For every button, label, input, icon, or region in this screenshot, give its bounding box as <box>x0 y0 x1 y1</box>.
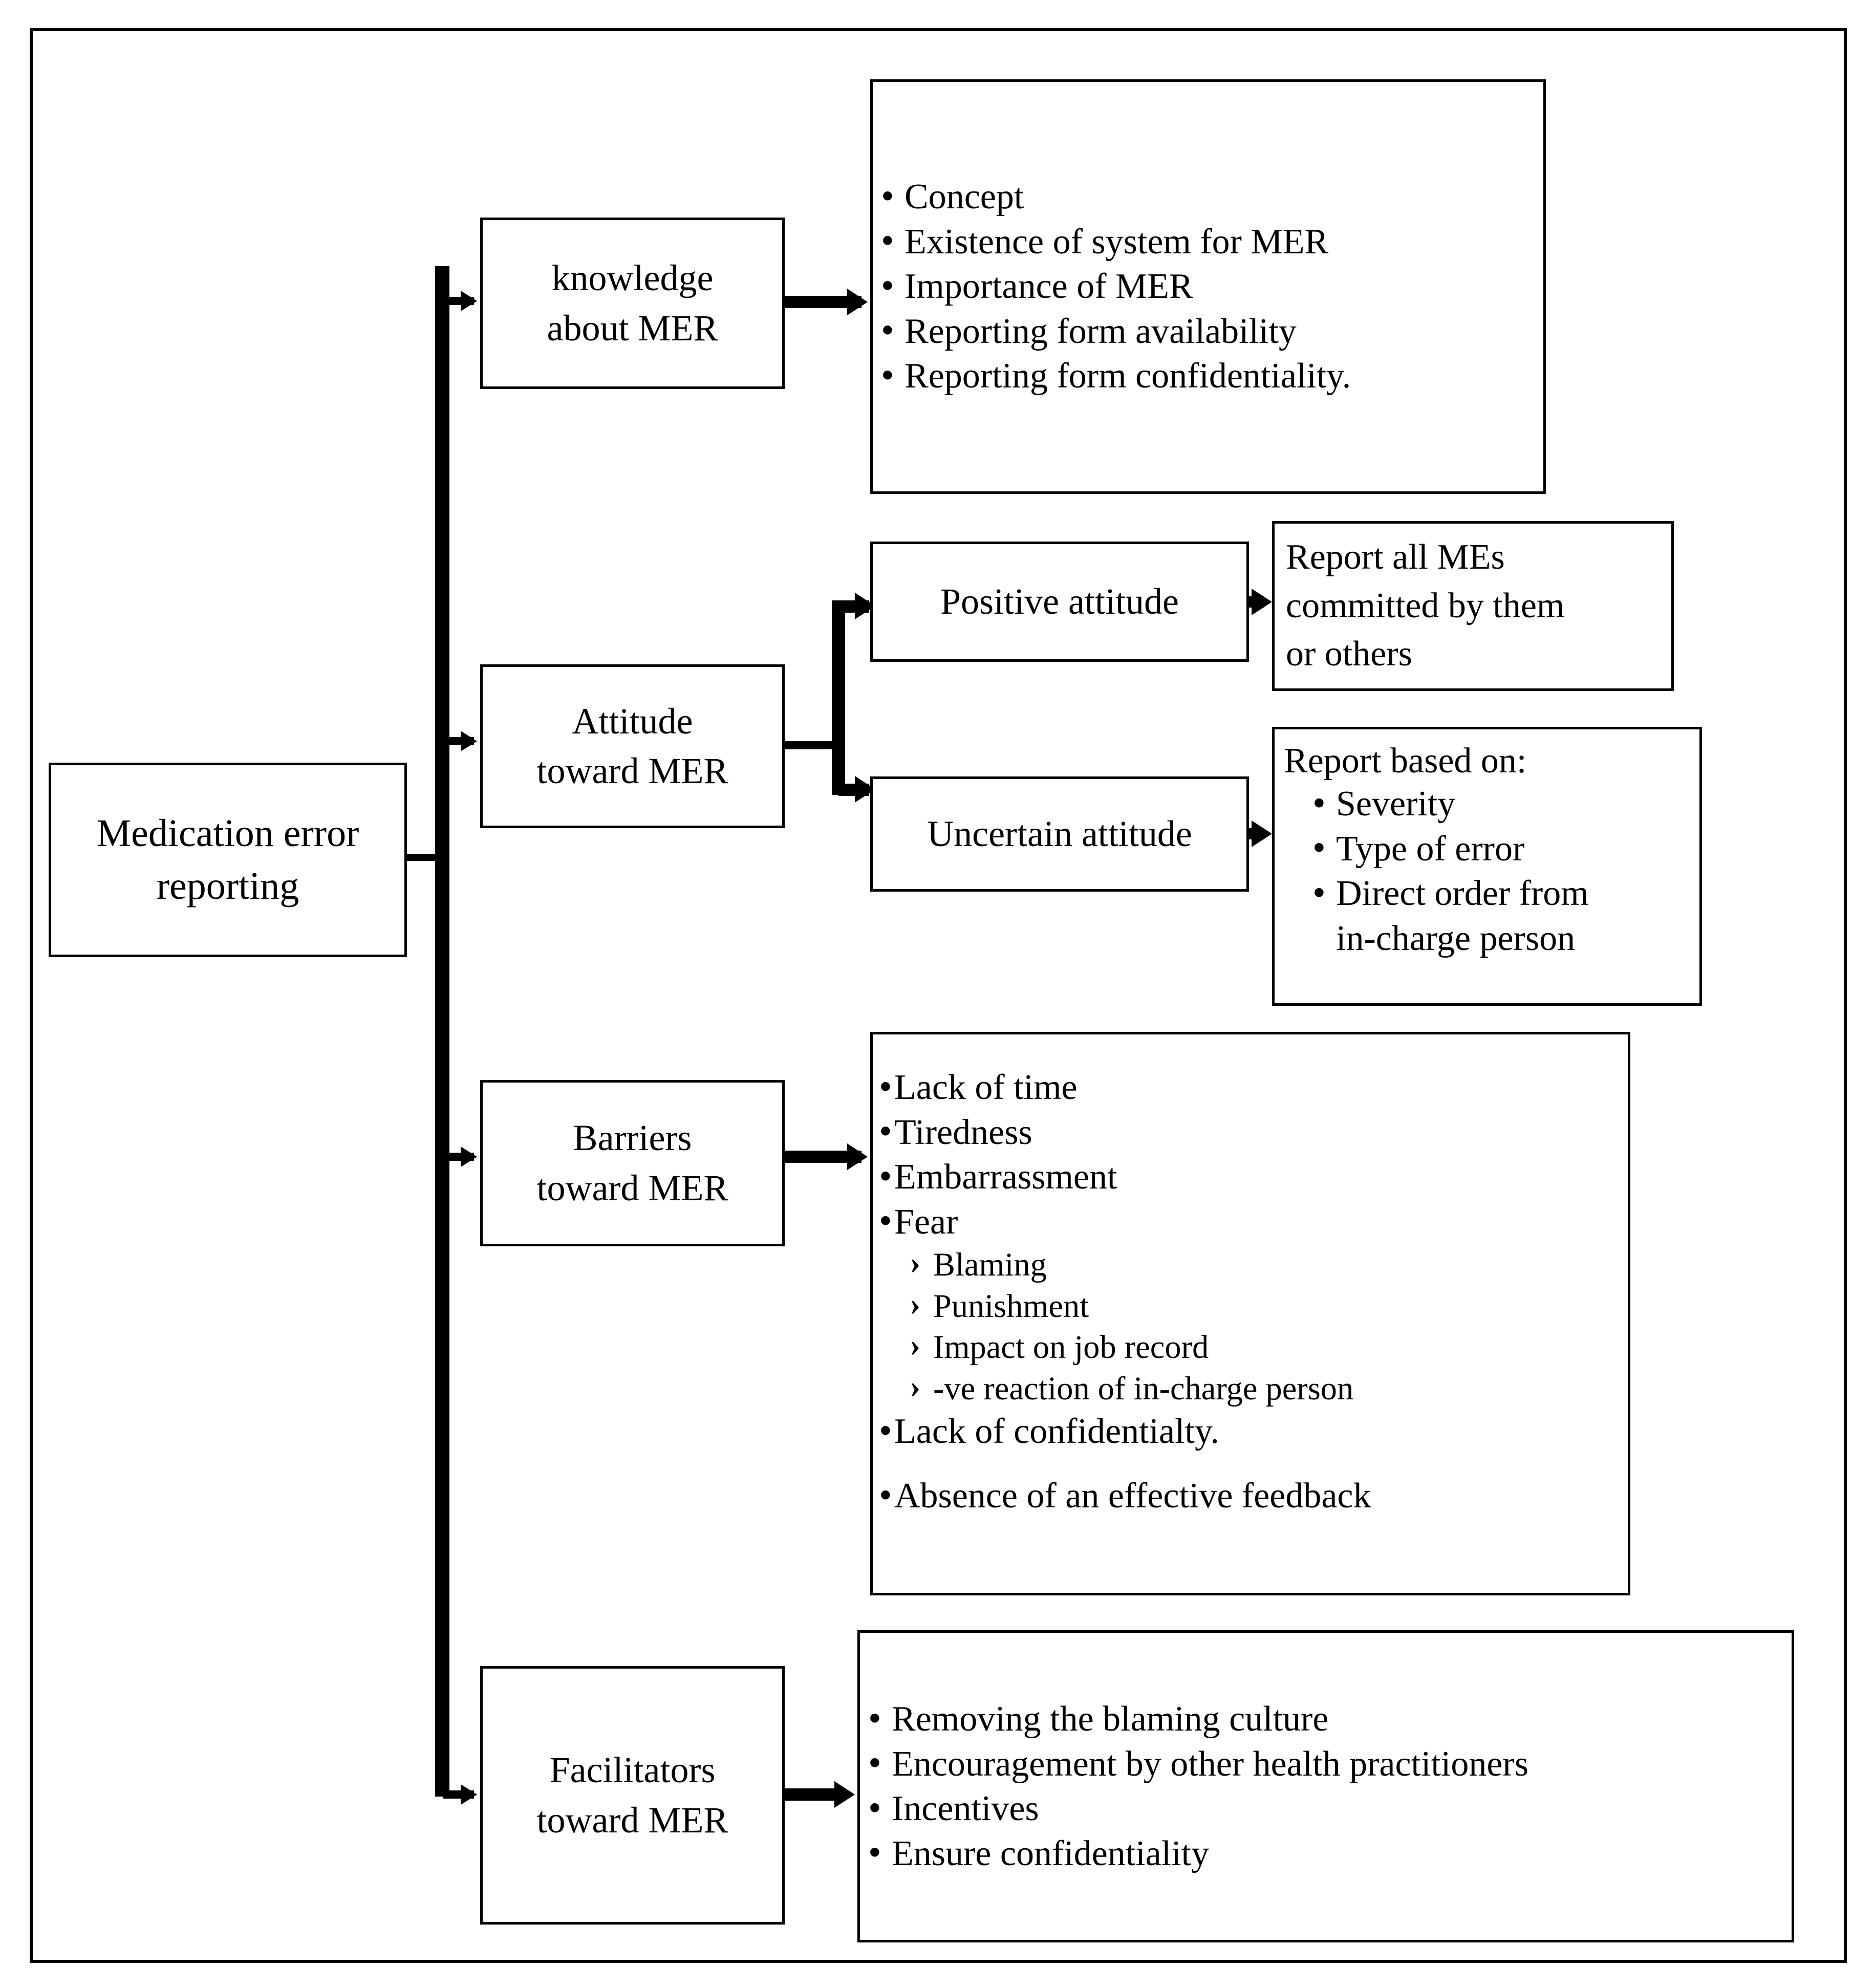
arrowhead-barriers <box>461 1147 477 1167</box>
outcome-heading: Report based on: <box>1284 741 1527 781</box>
node-knowledge-about-mer[interactable]: knowledge about MER <box>480 218 785 389</box>
list-item: Type of error <box>1304 824 1699 872</box>
list-item: Tiredness <box>873 1108 1628 1155</box>
list-item: Incentives <box>860 1784 1792 1831</box>
list-item: Encouragement by other health practition… <box>860 1739 1792 1787</box>
connector-facilitators-to-list <box>785 1788 841 1801</box>
connector-root-to-trunk <box>407 854 443 861</box>
list-item: Existence of system for MER <box>873 217 1543 265</box>
list-sub-item: Impact on job record <box>873 1325 1628 1368</box>
list-item: Lack of confidentialty. <box>873 1407 1628 1454</box>
arrowhead-knowledge-list <box>847 289 868 315</box>
node-label: Barriers toward MER <box>536 1117 728 1208</box>
arrowhead-barriers-list <box>847 1143 868 1170</box>
list-item: Ensure confidentiality <box>860 1829 1792 1876</box>
page-frame <box>30 28 1847 1963</box>
list-item: Reporting form availability <box>873 307 1543 354</box>
node-positive-attitude[interactable]: Positive attitude <box>870 542 1249 662</box>
list-item: Importance of MER <box>873 262 1543 309</box>
list-barriers-items: Lack of time Tiredness Embarrassment Fea… <box>870 1032 1630 1595</box>
connector-attitude-split <box>832 600 845 795</box>
arrowhead-positive-outcome <box>1252 589 1272 615</box>
node-medication-error-reporting[interactable]: Medication error reporting <box>49 763 407 957</box>
arrowhead-facilitators-list <box>834 1781 855 1808</box>
arrowhead-uncertain-outcome <box>1252 820 1272 847</box>
connector-attitude-stub <box>785 741 841 749</box>
list-item: Embarrassment <box>873 1153 1628 1200</box>
list-item: Direct order from in-charge person <box>1304 869 1699 961</box>
node-barriers-toward-mer[interactable]: Barriers toward MER <box>480 1080 785 1246</box>
arrowhead-facilitators <box>461 1784 477 1805</box>
panel-uncertain-attitude-outcome: Report based on: Severity Type of error … <box>1272 727 1702 1006</box>
list-knowledge-items: Concept Existence of system for MER Impo… <box>870 79 1546 494</box>
list-item: Fear <box>873 1197 1628 1245</box>
list-sub-item: Punishment <box>873 1284 1628 1327</box>
list-item: Removing the blaming culture <box>860 1695 1792 1742</box>
node-uncertain-attitude[interactable]: Uncertain attitude <box>870 776 1249 892</box>
list-item: Concept <box>873 172 1543 220</box>
panel-positive-attitude-outcome: Report all MEs committed by them or othe… <box>1272 521 1674 691</box>
node-label: knowledge about MER <box>547 257 718 349</box>
list-sub-item: Blaming <box>873 1242 1628 1286</box>
outcome-text: Report all MEs committed by them or othe… <box>1286 537 1565 674</box>
node-attitude-toward-mer[interactable]: Attitude toward MER <box>480 664 785 828</box>
list-facilitators-items: Removing the blaming culture Encourageme… <box>857 1630 1794 1942</box>
node-facilitators-toward-mer[interactable]: Facilitators toward MER <box>480 1666 785 1925</box>
node-label: Uncertain attitude <box>927 813 1192 854</box>
list-sub-item: -ve reaction of in-charge person <box>873 1366 1628 1410</box>
list-item: Absence of an effective feedback <box>873 1472 1628 1519</box>
arrowhead-knowledge <box>461 291 477 311</box>
list-item: Severity <box>1304 780 1699 827</box>
connector-main-trunk <box>435 266 449 1797</box>
node-label: Attitude toward MER <box>536 700 728 791</box>
node-label: Positive attitude <box>940 580 1179 622</box>
node-label: Facilitators toward MER <box>536 1749 728 1841</box>
list-item: Reporting form confidentiality. <box>873 352 1543 399</box>
node-label: Medication error reporting <box>96 812 359 907</box>
list-item: Lack of time <box>873 1063 1628 1110</box>
arrowhead-attitude <box>461 731 477 751</box>
